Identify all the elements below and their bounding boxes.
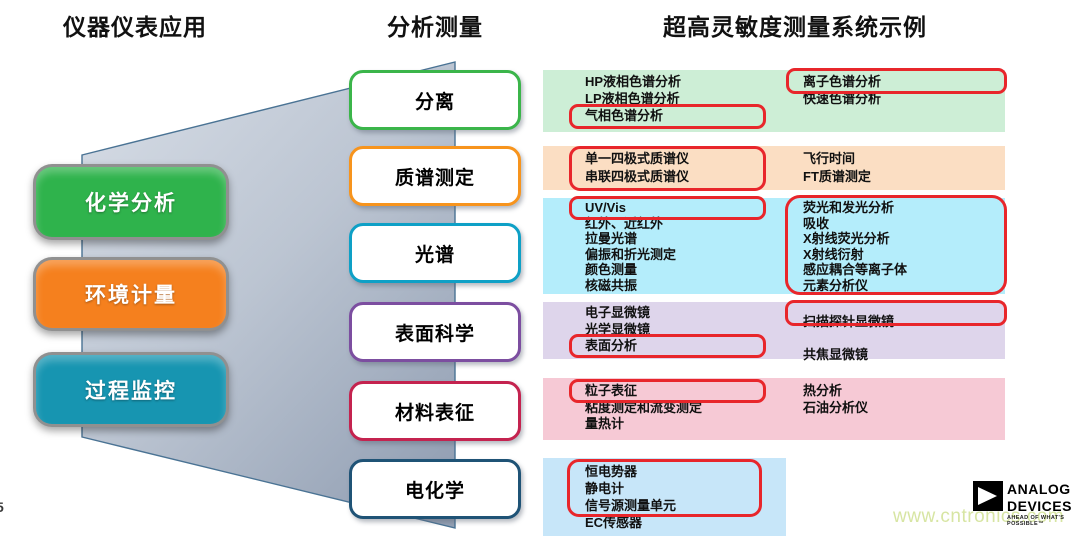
panel-item: 恒电势器 (585, 464, 638, 479)
panel-item: FT质谱测定 (803, 169, 871, 184)
highlight-box-particle-characterization (569, 379, 766, 403)
measurement-box-spectroscopy: 光谱 (349, 223, 521, 283)
panel-spectroscopy-col2: 荧光和发光分析 吸收 X射线荧光分析 X射线衍射 感应耦合等离子体 元素分析仪 (803, 200, 907, 294)
measurement-box-surface-science: 表面科学 (349, 302, 521, 362)
panel-spectroscopy (543, 198, 1005, 294)
panel-item: 气相色谱分析 (585, 108, 664, 123)
panel-separation (543, 70, 1005, 132)
adi-logo-line2: DEVICES (1007, 498, 1072, 514)
panel-electrochem-col1: 恒电势器 静电计 信号源测量单元 EC传感器 (585, 463, 676, 531)
panel-material-col1: 粒子表征 粘度测定和流变测定 量热计 (585, 383, 702, 433)
panel-surface-science (543, 302, 1005, 359)
adi-logo: ANALOG DEVICES AHEAD OF WHAT'S POSSIBLE™ (973, 481, 1080, 527)
measurement-box-material-characterization: 材料表征 (349, 381, 521, 441)
panel-mass-spec-col2: 飞行时间 FT质谱测定 (803, 150, 871, 186)
app-button-process-monitoring: 过程监控 (36, 355, 226, 424)
panel-item: 偏振和折光测定 (585, 246, 677, 262)
panel-item: 荧光和发光分析 (803, 200, 895, 215)
panel-item: 石油分析仪 (803, 399, 869, 415)
highlight-box-gas-chromatography (569, 104, 766, 129)
panel-item: 表面分析 (585, 338, 638, 353)
panel-item: 飞行时间 (803, 151, 856, 166)
panel-item: 拉曼光谱 (585, 231, 638, 247)
panel-item: 粘度测定和流变测定 (585, 399, 703, 415)
highlight-box-uv-vis (569, 196, 766, 220)
measurement-box-mass-spectrometry: 质谱测定 (349, 146, 521, 206)
app-button-chemical-analysis: 化学分析 (36, 167, 226, 237)
panel-item: 核磁共振 (585, 277, 638, 293)
panel-item: UV/Vis (585, 200, 626, 215)
panel-surface-col1: 电子显微镜 光学显微镜 表面分析 (585, 305, 650, 355)
panel-item: X射线荧光分析 (803, 231, 890, 247)
header-analytical-measurements: 分析测量 (387, 14, 483, 40)
panel-mass-spectrometry (543, 146, 1005, 190)
page-number: 5 (0, 499, 4, 515)
header-system-examples: 超高灵敏度测量系统示例 (663, 14, 927, 40)
panel-item: 信号源测量单元 (585, 498, 677, 513)
panel-item: X射线衍射 (803, 246, 864, 262)
panel-electrochemistry (543, 458, 786, 536)
panel-material-characterization (543, 378, 1005, 440)
panel-item: 共焦显微镜 (803, 347, 869, 362)
panel-item: HP液相色谱分析 (585, 74, 682, 89)
panel-item: 热分析 (803, 383, 843, 398)
panel-item: 感应耦合等离子体 (803, 262, 908, 278)
panel-item: 吸收 (803, 215, 830, 231)
panel-item: 静电计 (585, 481, 625, 496)
highlight-box-spectroscopy-group (785, 195, 1007, 295)
highlight-box-quadrupole-mass-spec (569, 146, 766, 191)
panel-item: 颜色测量 (585, 262, 638, 278)
panel-separation-col2: 离子色谱分析 快速色谱分析 (803, 73, 881, 107)
panel-item: 单一四极式质谱仪 (585, 151, 690, 166)
adi-triangle-icon (973, 481, 1003, 511)
watermark: www.cntronics.com (893, 506, 1065, 527)
panel-item: 光学显微镜 (585, 321, 651, 337)
app-button-environmental-metrology: 环境计量 (36, 260, 226, 328)
panel-item: EC传感器 (585, 515, 643, 530)
measurement-box-electrochemistry: 电化学 (349, 459, 521, 519)
panel-item: 粒子表征 (585, 383, 638, 398)
panel-item: 元素分析仪 (803, 277, 869, 293)
panel-mass-spec-col1: 单一四极式质谱仪 串联四极式质谱仪 (585, 150, 689, 186)
panel-item: 离子色谱分析 (803, 74, 882, 89)
measurement-box-separation: 分离 (349, 70, 521, 130)
highlight-box-surface-analysis (569, 334, 766, 358)
panel-material-col2: 热分析 石油分析仪 (803, 383, 868, 416)
panel-item: 量热计 (585, 416, 625, 431)
adi-logo-tagline: AHEAD OF WHAT'S POSSIBLE™ (1007, 515, 1065, 527)
panel-item: 串联四极式质谱仪 (585, 169, 690, 184)
panel-item: 电子显微镜 (585, 305, 651, 320)
header-instrument-applications: 仪器仪表应用 (63, 14, 207, 40)
adi-logo-text: ANALOG DEVICES AHEAD OF WHAT'S POSSIBLE™ (1007, 481, 1080, 527)
highlight-box-scanning-probe-microscope (785, 300, 1007, 326)
highlight-box-electrochemistry-group (567, 459, 762, 517)
panel-separation-col1: HP液相色谱分析 LP液相色谱分析 气相色谱分析 (585, 73, 681, 124)
highlight-box-ion-chromatography (786, 68, 1007, 94)
adi-logo-line1: ANALOG (1007, 481, 1071, 497)
panel-item: LP液相色谱分析 (585, 91, 680, 106)
panel-item: 快速色谱分析 (803, 91, 882, 106)
